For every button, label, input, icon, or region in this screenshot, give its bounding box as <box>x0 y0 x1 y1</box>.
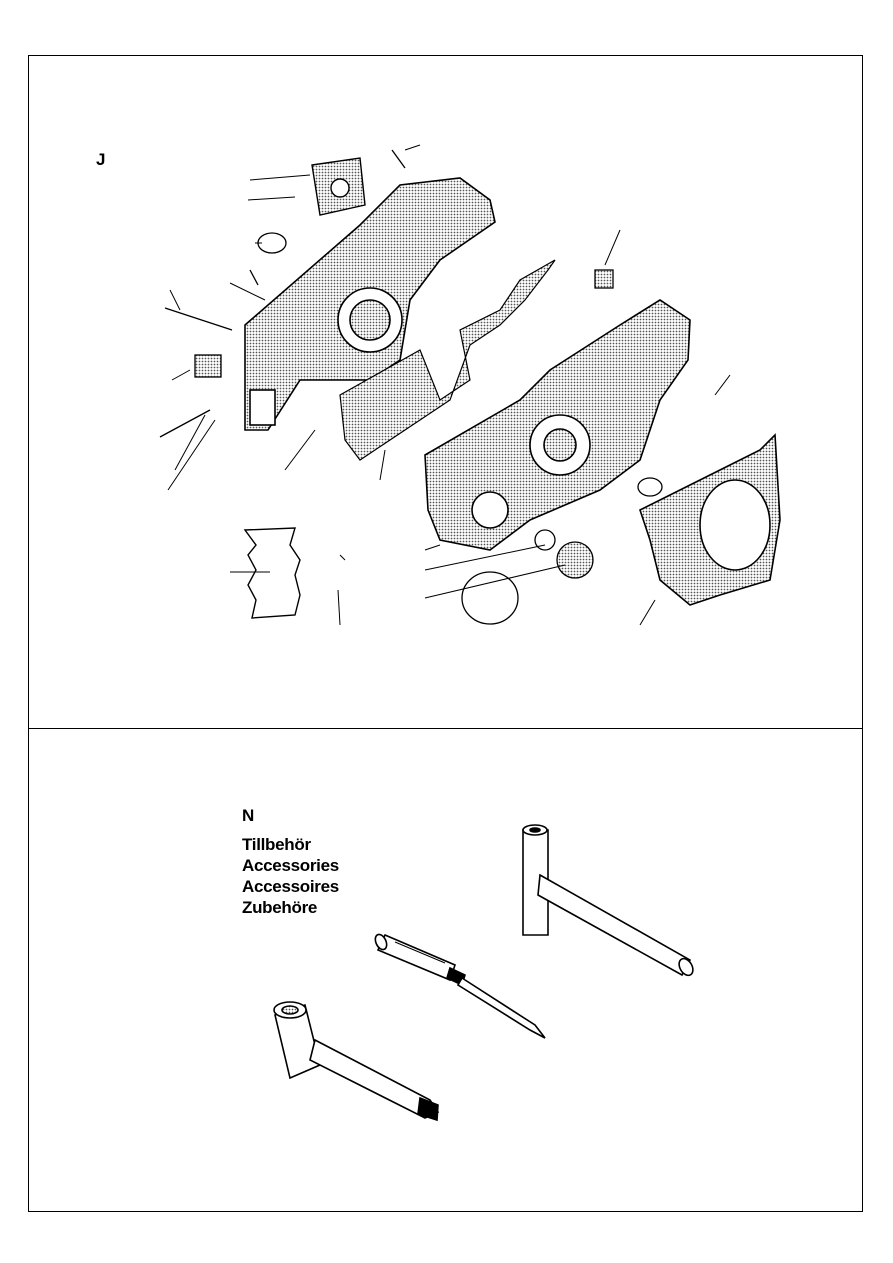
cover-plate <box>311 157 366 216</box>
screwdriver <box>374 933 546 1039</box>
accessories-title-german: Zubehöre <box>242 898 318 917</box>
accessories-title-swedish: Tillbehör <box>242 835 311 854</box>
section-label-n: N <box>242 806 255 825</box>
gasket <box>339 259 556 461</box>
t-wrench <box>522 824 694 977</box>
section-label-j: J <box>96 150 106 169</box>
left-crankcase-half <box>244 177 496 431</box>
small-parts <box>159 149 663 625</box>
accessories-title-french: Accessoires <box>242 877 339 896</box>
accessories-title-english: Accessories <box>242 856 339 875</box>
combination-wrench <box>273 1001 440 1122</box>
lock-bracket <box>243 527 301 619</box>
right-crankcase-half <box>424 299 691 551</box>
section-divider <box>28 728 863 729</box>
starter-cover <box>639 433 781 606</box>
accessories-heading: Tillbehör Accessories Accessoires Zubehö… <box>242 834 339 918</box>
leader-lines <box>167 144 731 626</box>
page-border <box>28 55 863 1212</box>
